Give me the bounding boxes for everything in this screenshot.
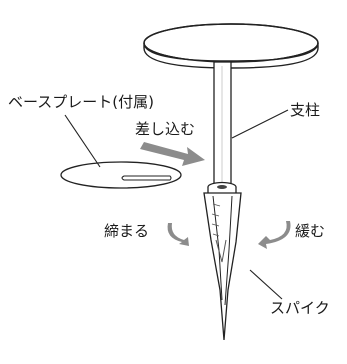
base-plate-icon [60, 161, 182, 189]
insert-label: 差し込む [135, 120, 195, 138]
post-icon [213, 61, 232, 187]
loosen-arrow-icon [258, 221, 291, 249]
tighten-arrow-icon [167, 223, 189, 246]
spike-icon [203, 192, 242, 341]
post-label: 支柱 [290, 101, 320, 119]
round-top-icon [143, 23, 319, 69]
tighten-label: 締まる [104, 222, 149, 240]
leader-lines [64, 109, 289, 300]
base-plate-label: ベースプレート(付属) [8, 93, 154, 111]
collar-icon [207, 181, 237, 197]
spike-label: スパイク [270, 299, 330, 317]
loosen-label: 緩む [295, 222, 325, 240]
insert-arrow-icon [140, 142, 205, 166]
